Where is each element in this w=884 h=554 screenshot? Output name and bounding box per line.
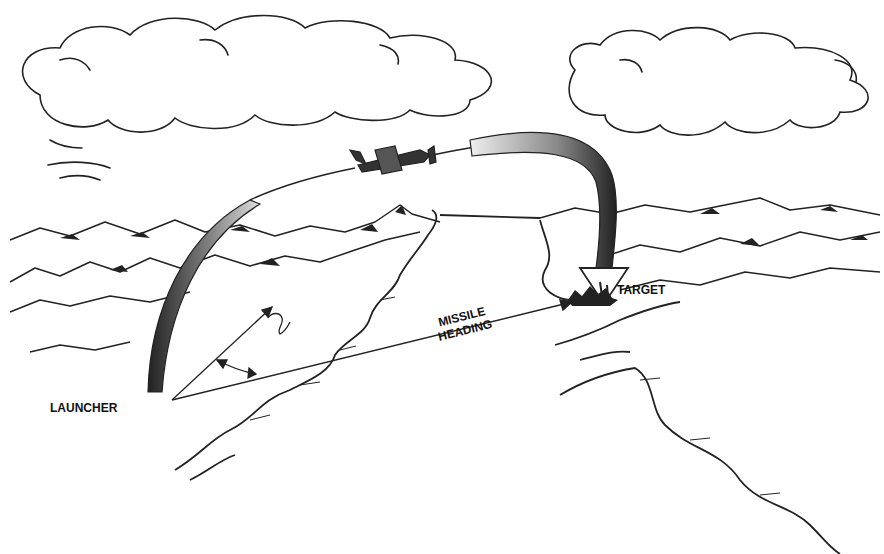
shore-hatching (250, 297, 780, 495)
mountain-shading-part (60, 205, 868, 272)
clouds-part (60, 40, 398, 70)
airplane-part (375, 146, 402, 174)
clouds (23, 16, 869, 181)
target-label: TARGET (617, 283, 697, 297)
coastline-part (175, 210, 436, 470)
clouds-part (569, 28, 868, 136)
coastline-part (190, 455, 235, 480)
trajectory-band (148, 132, 628, 392)
mountains-part (600, 232, 880, 258)
shore-hatching-part (250, 297, 780, 495)
airplane-part (350, 150, 366, 164)
trajectory-band-part (470, 132, 616, 268)
target-buildings-part (568, 286, 618, 306)
mountain-shading (60, 205, 868, 272)
target-buildings-part (600, 282, 608, 297)
trajectory-band-part (148, 200, 260, 392)
clouds-part (48, 140, 110, 180)
mountains-part (30, 342, 130, 352)
missile-heading-arrow (172, 300, 572, 400)
clouds-part (23, 16, 492, 133)
coastline (175, 210, 840, 554)
launch-angle-part (268, 314, 290, 335)
missile-heading-label: MISSILE HEADING (428, 302, 499, 345)
coastline-part (555, 302, 680, 345)
launch-angle-part (217, 360, 256, 378)
mountains (10, 198, 880, 352)
missile-heading-arrow-part (172, 302, 572, 400)
coastline-part (580, 352, 630, 360)
airplane (350, 146, 436, 174)
launch-angle-part (172, 307, 272, 400)
coastline-part (440, 215, 540, 218)
trajectory-band-part (250, 168, 355, 200)
missile-heading-arrow-part (560, 300, 572, 310)
target-buildings (568, 282, 618, 306)
coastline-part (560, 368, 840, 554)
coastline-part (540, 220, 570, 300)
clouds-part (620, 60, 856, 82)
airplane-part (428, 146, 436, 164)
launch-angle (172, 307, 290, 400)
launcher-label: LAUNCHER (50, 401, 150, 415)
